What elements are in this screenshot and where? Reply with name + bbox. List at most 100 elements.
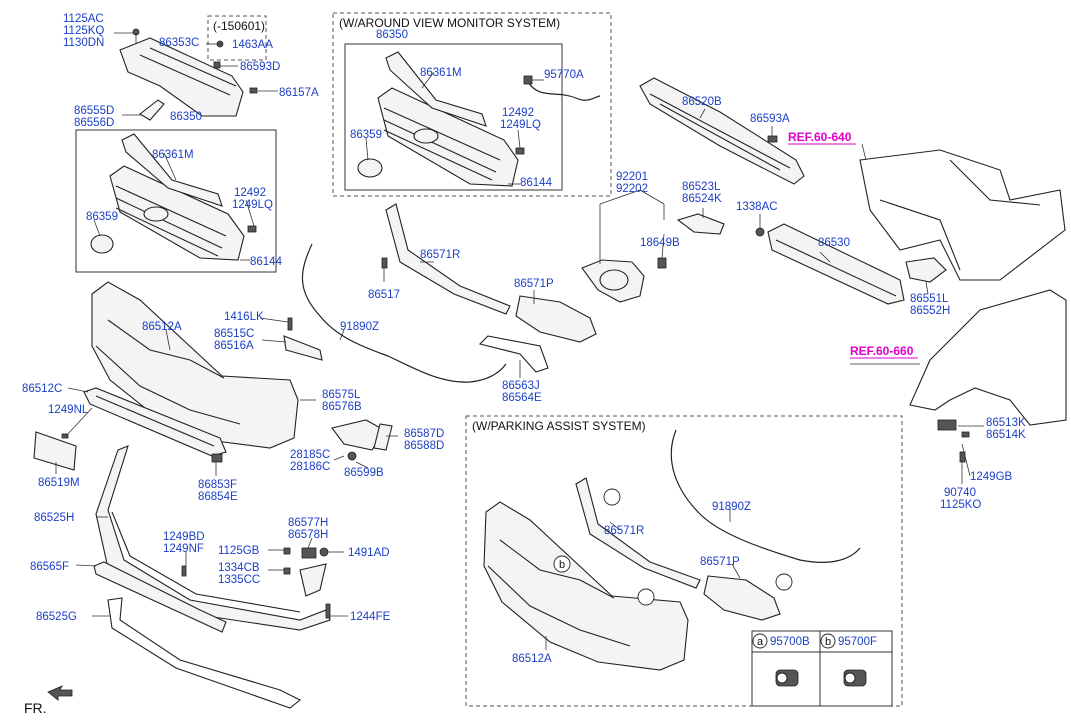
fender-outline <box>909 289 1067 426</box>
part-label-86516a[interactable]: 86516A <box>214 340 254 352</box>
license-bracket-part <box>33 431 77 471</box>
part-label-86514k[interactable]: 86514K <box>986 429 1026 441</box>
part-label-92201[interactable]: 92201 <box>616 171 648 183</box>
part-label-86530[interactable]: 86530 <box>818 237 850 249</box>
part-label-90740[interactable]: 90740 <box>944 487 976 499</box>
part-label-86552h[interactable]: 86552H <box>910 305 950 317</box>
part-label-28185c[interactable]: 28185C <box>290 449 330 461</box>
part-label-86512a[interactable]: 86512A <box>142 321 182 333</box>
part-label-86523l[interactable]: 86523L <box>682 181 721 193</box>
front-direction-arrow-icon <box>47 685 73 701</box>
part-label-91890z[interactable]: 91890Z <box>712 501 751 513</box>
part-label-86361m[interactable]: 86361M <box>152 149 194 161</box>
part-label-86157a[interactable]: 86157A <box>279 87 319 99</box>
part-label-86350[interactable]: 86350 <box>170 111 202 123</box>
part-label-86575l[interactable]: 86575L <box>322 389 361 401</box>
marker-a-left: b <box>559 559 565 571</box>
emblem-avm-part <box>357 158 383 178</box>
part-label-86599b[interactable]: 86599B <box>344 467 384 479</box>
part-label-28186c[interactable]: 28186C <box>290 461 330 473</box>
part-label-86571r[interactable]: 86571R <box>604 525 644 537</box>
part-label-86563j[interactable]: 86563J <box>502 380 540 392</box>
part-label-1249nf[interactable]: 1249NF <box>163 543 204 555</box>
part-label-86359[interactable]: 86359 <box>86 211 118 223</box>
part-label-86525g[interactable]: 86525G <box>36 611 77 623</box>
part-label-86578h[interactable]: 86578H <box>288 529 328 541</box>
part-label-86577h[interactable]: 86577H <box>288 517 328 529</box>
part-label-86564e[interactable]: 86564E <box>502 392 542 404</box>
part-label-1125ac[interactable]: 1125AC <box>63 13 104 25</box>
part-label-86359[interactable]: 86359 <box>350 129 382 141</box>
part-label-86565f[interactable]: 86565F <box>30 561 69 573</box>
part-label-91890z[interactable]: 91890Z <box>340 321 379 333</box>
part-label-1491ad[interactable]: 1491AD <box>348 547 390 559</box>
part-label-86350[interactable]: 86350 <box>376 29 408 41</box>
part-label-86512c[interactable]: 86512C <box>22 383 62 395</box>
part-label-1130dn[interactable]: 1130DN <box>63 37 104 49</box>
pas-section-frame <box>465 415 903 707</box>
part-label-86517[interactable]: 86517 <box>368 289 400 301</box>
part-label-86571p[interactable]: 86571P <box>514 278 554 290</box>
front-direction-label: FR. <box>24 700 47 716</box>
part-label-86854e[interactable]: 86854E <box>198 491 238 503</box>
part-label-1249lq[interactable]: 1249LQ <box>500 119 541 131</box>
emblem-left-part <box>90 234 114 254</box>
part-label-86571p[interactable]: 86571P <box>700 556 740 568</box>
part-label-86512a[interactable]: 86512A <box>512 653 552 665</box>
part-label-86853f[interactable]: 86853F <box>198 479 237 491</box>
part-label-1249bd[interactable]: 1249BD <box>163 531 205 543</box>
part-label-12492[interactable]: 12492 <box>502 107 534 119</box>
part-label-1249nl[interactable]: 1249NL <box>48 404 89 416</box>
part-label-86513k[interactable]: 86513K <box>986 417 1026 429</box>
ref-60-640[interactable]: REF.60-640 <box>788 130 852 144</box>
body-frame-outline <box>859 149 1066 281</box>
sensor-wire-left <box>301 243 507 383</box>
grille-left-part <box>109 165 245 261</box>
avm-grille-frame <box>344 43 563 191</box>
front-bumper-cover-part <box>91 281 299 449</box>
part-label-86593d[interactable]: 86593D <box>240 61 280 73</box>
part-label-1249gb[interactable]: 1249GB <box>970 471 1013 483</box>
part-label-1249lq[interactable]: 1249LQ <box>232 199 273 211</box>
part-label-1334cb[interactable]: 1334CB <box>218 562 260 574</box>
part-label-12492[interactable]: 12492 <box>234 187 266 199</box>
part-label-86353c[interactable]: 86353C <box>159 37 199 49</box>
part-label-86571r[interactable]: 86571R <box>420 249 460 261</box>
legend-part-95700f[interactable]: 95700F <box>838 636 877 648</box>
avm-section-header: (W/AROUND VIEW MONITOR SYSTEM) <box>339 16 560 30</box>
part-label-1125kq[interactable]: 1125KQ <box>63 25 104 37</box>
part-label-92202[interactable]: 92202 <box>616 183 648 195</box>
part-label-1125gb[interactable]: 1125GB <box>218 545 260 557</box>
front-bumper-cover-pas-part <box>483 501 689 671</box>
legend-part-95700b[interactable]: 95700B <box>770 636 810 648</box>
part-label-95770a[interactable]: 95770A <box>544 69 584 81</box>
part-label-86524k[interactable]: 86524K <box>682 193 722 205</box>
part-label-86144[interactable]: 86144 <box>250 256 283 268</box>
part-label-1244fe[interactable]: 1244FE <box>350 611 391 623</box>
bumper-bracket-r-part <box>385 203 511 315</box>
part-label-86361m[interactable]: 86361M <box>420 67 462 79</box>
part-label-86515c[interactable]: 86515C <box>214 328 254 340</box>
part-label-1416lk[interactable]: 1416LK <box>224 311 264 323</box>
part-label-86520b[interactable]: 86520B <box>682 96 722 108</box>
bumper-bracket-r-pas-part <box>575 477 701 589</box>
part-label-86551l[interactable]: 86551L <box>910 293 949 305</box>
part-label-1338ac[interactable]: 1338AC <box>736 201 778 213</box>
part-label-86593a[interactable]: 86593A <box>750 113 790 125</box>
part-label-1125ko[interactable]: 1125KO <box>940 499 981 511</box>
part-label-86525h[interactable]: 86525H <box>34 512 74 524</box>
camera-wire <box>527 81 601 101</box>
part-label-86555d[interactable]: 86555D <box>74 105 114 117</box>
lower-trim-part <box>107 597 302 709</box>
legend-marker-b: b <box>825 636 831 648</box>
part-label-86144[interactable]: 86144 <box>520 177 553 189</box>
part-label-86588d[interactable]: 86588D <box>404 440 444 452</box>
part-label-1463aa[interactable]: 1463AA <box>232 39 273 51</box>
part-label-1335cc[interactable]: 1335CC <box>218 574 260 586</box>
part-label-86576b[interactable]: 86576B <box>322 401 362 413</box>
part-label-86587d[interactable]: 86587D <box>404 428 444 440</box>
part-label-86519m[interactable]: 86519M <box>38 477 80 489</box>
part-label-86556d[interactable]: 86556D <box>74 117 114 129</box>
ref-60-660[interactable]: REF.60-660 <box>850 344 914 358</box>
part-label-18649b[interactable]: 18649B <box>640 237 680 249</box>
